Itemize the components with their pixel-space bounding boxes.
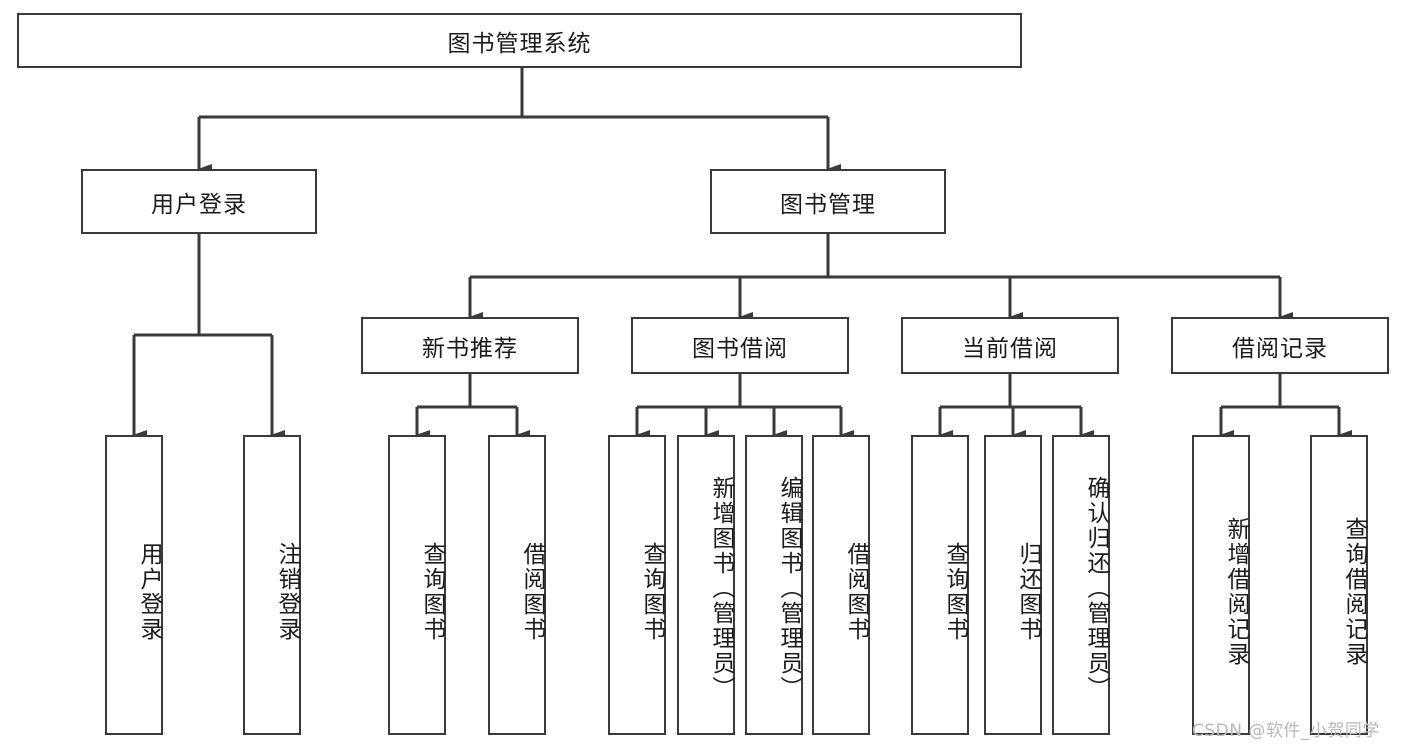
csdn-watermark: CSDN @软件_小贺同学 [1192,721,1380,741]
node-leaf-user-logout: 注销登录 [243,435,301,735]
node-new-book-rec: 新书推荐 [361,317,579,374]
node-leaf-query-book-1: 查询图书 [388,435,446,735]
node-leaf-query-book-2: 查询图书 [608,435,666,735]
node-leaf-borrow-book-2: 借阅图书 [812,435,870,735]
node-book-manage: 图书管理 [710,169,946,234]
node-leaf-query-record: 查询借阅记录 [1310,435,1368,735]
node-book-borrow: 图书借阅 [631,317,849,374]
node-current-borrow: 当前借阅 [901,317,1119,374]
node-leaf-query-book-3: 查询图书 [911,435,969,735]
node-leaf-add-record: 新增借阅记录 [1192,435,1250,735]
node-leaf-borrow-book-1: 借阅图书 [488,435,546,735]
node-user-login: 用户登录 [81,169,317,234]
node-leaf-return-book: 归还图书 [984,435,1042,735]
node-borrow-record: 借阅记录 [1171,317,1389,374]
node-leaf-confirm-return: 确认归还（管理员） [1052,435,1110,735]
node-leaf-user-login: 用户登录 [105,435,163,735]
node-root-图书管理系统: 图书管理系统 [17,13,1022,68]
node-leaf-edit-book: 编辑图书（管理员） [745,435,803,735]
node-leaf-add-book: 新增图书（管理员） [677,435,735,735]
